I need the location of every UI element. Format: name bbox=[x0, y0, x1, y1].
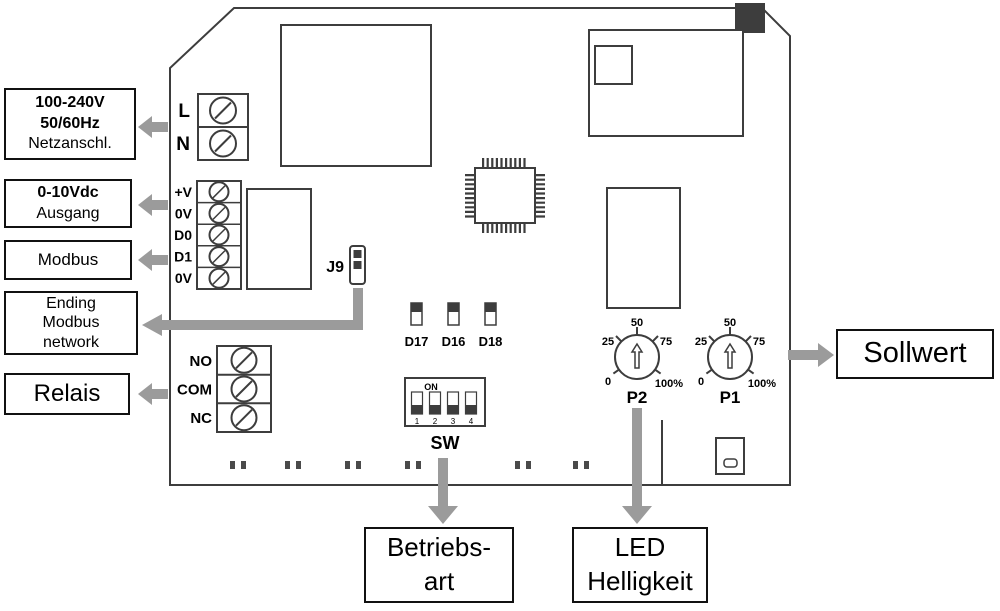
arrow-ending-modbus bbox=[142, 288, 363, 336]
mcu-chip bbox=[465, 158, 545, 233]
callout-output-line1: 0-10Vdc bbox=[37, 184, 99, 202]
p1-scale-25: 25 bbox=[695, 336, 707, 348]
p2-scale-50: 50 bbox=[631, 317, 643, 329]
p1-scale-75: 75 bbox=[753, 336, 765, 348]
terminal-label-d0: D0 bbox=[174, 227, 192, 243]
callout-output-line2: Ausgang bbox=[36, 204, 100, 222]
callout-modbus: Modbus bbox=[4, 240, 132, 280]
p1-scale-50: 50 bbox=[724, 317, 736, 329]
transformer-block bbox=[280, 24, 432, 167]
led-label-d17: D17 bbox=[405, 334, 429, 349]
terminal-label-no: NO bbox=[190, 353, 213, 370]
terminal-label-plusV: +V bbox=[174, 184, 192, 200]
io-block-component bbox=[246, 188, 312, 290]
callout-betriebsart-line2: art bbox=[423, 566, 455, 596]
terminal-label-0v-a: 0V bbox=[175, 206, 193, 222]
led-d18 bbox=[484, 302, 497, 326]
callout-power-line1: 100-240V bbox=[35, 94, 105, 112]
p2-scale-75: 75 bbox=[660, 336, 672, 348]
callout-led-line1: LED bbox=[614, 532, 666, 563]
terminal-label-N: N bbox=[176, 134, 190, 155]
callout-led-helligkeit: LED Helligkeit bbox=[572, 527, 708, 603]
p2-scale-25: 25 bbox=[602, 336, 614, 348]
callout-power-line2: 50/60Hz bbox=[40, 114, 100, 132]
power-terminal-block bbox=[197, 93, 249, 161]
dip-on-label: ON bbox=[424, 382, 438, 392]
power-module bbox=[588, 29, 744, 137]
led-d17 bbox=[410, 302, 423, 326]
callout-ending-line2: Modbus bbox=[42, 314, 100, 332]
callout-power: 100-240V 50/60Hz Netzanschl. bbox=[4, 88, 136, 160]
pot-p2 bbox=[612, 327, 662, 380]
callout-ending-modbus: Ending Modbus network bbox=[4, 291, 138, 355]
arrow-led-helligkeit bbox=[622, 408, 652, 524]
pot-p2-label: P2 bbox=[627, 388, 648, 407]
p2-scale-100: 100% bbox=[655, 378, 683, 390]
dip-num-3: 3 bbox=[451, 417, 456, 426]
relay-module bbox=[606, 187, 681, 309]
dip-num-1: 1 bbox=[415, 417, 420, 426]
p1-scale-100: 100% bbox=[748, 378, 776, 390]
callout-sollwert: Sollwert bbox=[836, 329, 994, 379]
dip-num-2: 2 bbox=[433, 417, 438, 426]
relay-terminal-block bbox=[216, 345, 272, 433]
led-d16 bbox=[447, 302, 460, 326]
dip-sw-label: SW bbox=[431, 433, 460, 453]
jumper-j9-label: J9 bbox=[326, 259, 344, 276]
terminal-label-L: L bbox=[178, 101, 190, 122]
callout-ending-line1: Ending bbox=[46, 294, 96, 312]
top-connector bbox=[735, 3, 765, 33]
smd-components bbox=[230, 461, 589, 469]
dip-switch bbox=[404, 377, 486, 427]
pot-p1 bbox=[705, 327, 755, 380]
terminal-label-nc: NC bbox=[190, 410, 212, 427]
arrow-sollwert bbox=[788, 343, 834, 367]
arrow-betriebsart bbox=[428, 458, 458, 524]
terminal-label-0v-b: 0V bbox=[175, 270, 193, 286]
callout-relais-label: Relais bbox=[33, 379, 101, 407]
dip-num-4: 4 bbox=[469, 417, 474, 426]
callout-sollwert-label: Sollwert bbox=[863, 337, 967, 370]
led-label-d16: D16 bbox=[442, 334, 466, 349]
arrow-output bbox=[138, 194, 168, 216]
arrow-relais bbox=[138, 383, 168, 405]
callout-modbus-label: Modbus bbox=[37, 250, 99, 270]
arrow-modbus bbox=[138, 249, 168, 271]
p2-scale-0: 0 bbox=[605, 376, 611, 388]
p1-scale-0: 0 bbox=[698, 376, 704, 388]
callout-ending-line3: network bbox=[42, 333, 100, 351]
pot-p1-label: P1 bbox=[720, 388, 741, 407]
callout-power-line3: Netzanschl. bbox=[28, 135, 112, 153]
terminal-label-com: COM bbox=[177, 382, 212, 399]
callout-led-line2: Helligkeit bbox=[587, 566, 693, 596]
callout-relais: Relais bbox=[4, 373, 130, 415]
bottom-right-component bbox=[715, 437, 745, 475]
callout-output: 0-10Vdc Ausgang bbox=[4, 179, 132, 228]
jumper-j9 bbox=[349, 245, 366, 285]
terminal-label-d1: D1 bbox=[174, 249, 192, 265]
callout-betriebsart-line1: Betriebs- bbox=[386, 532, 492, 563]
io-terminal-block bbox=[196, 180, 242, 290]
callout-betriebsart: Betriebs- art bbox=[364, 527, 514, 603]
arrow-power bbox=[138, 116, 168, 138]
led-label-d18: D18 bbox=[479, 334, 503, 349]
